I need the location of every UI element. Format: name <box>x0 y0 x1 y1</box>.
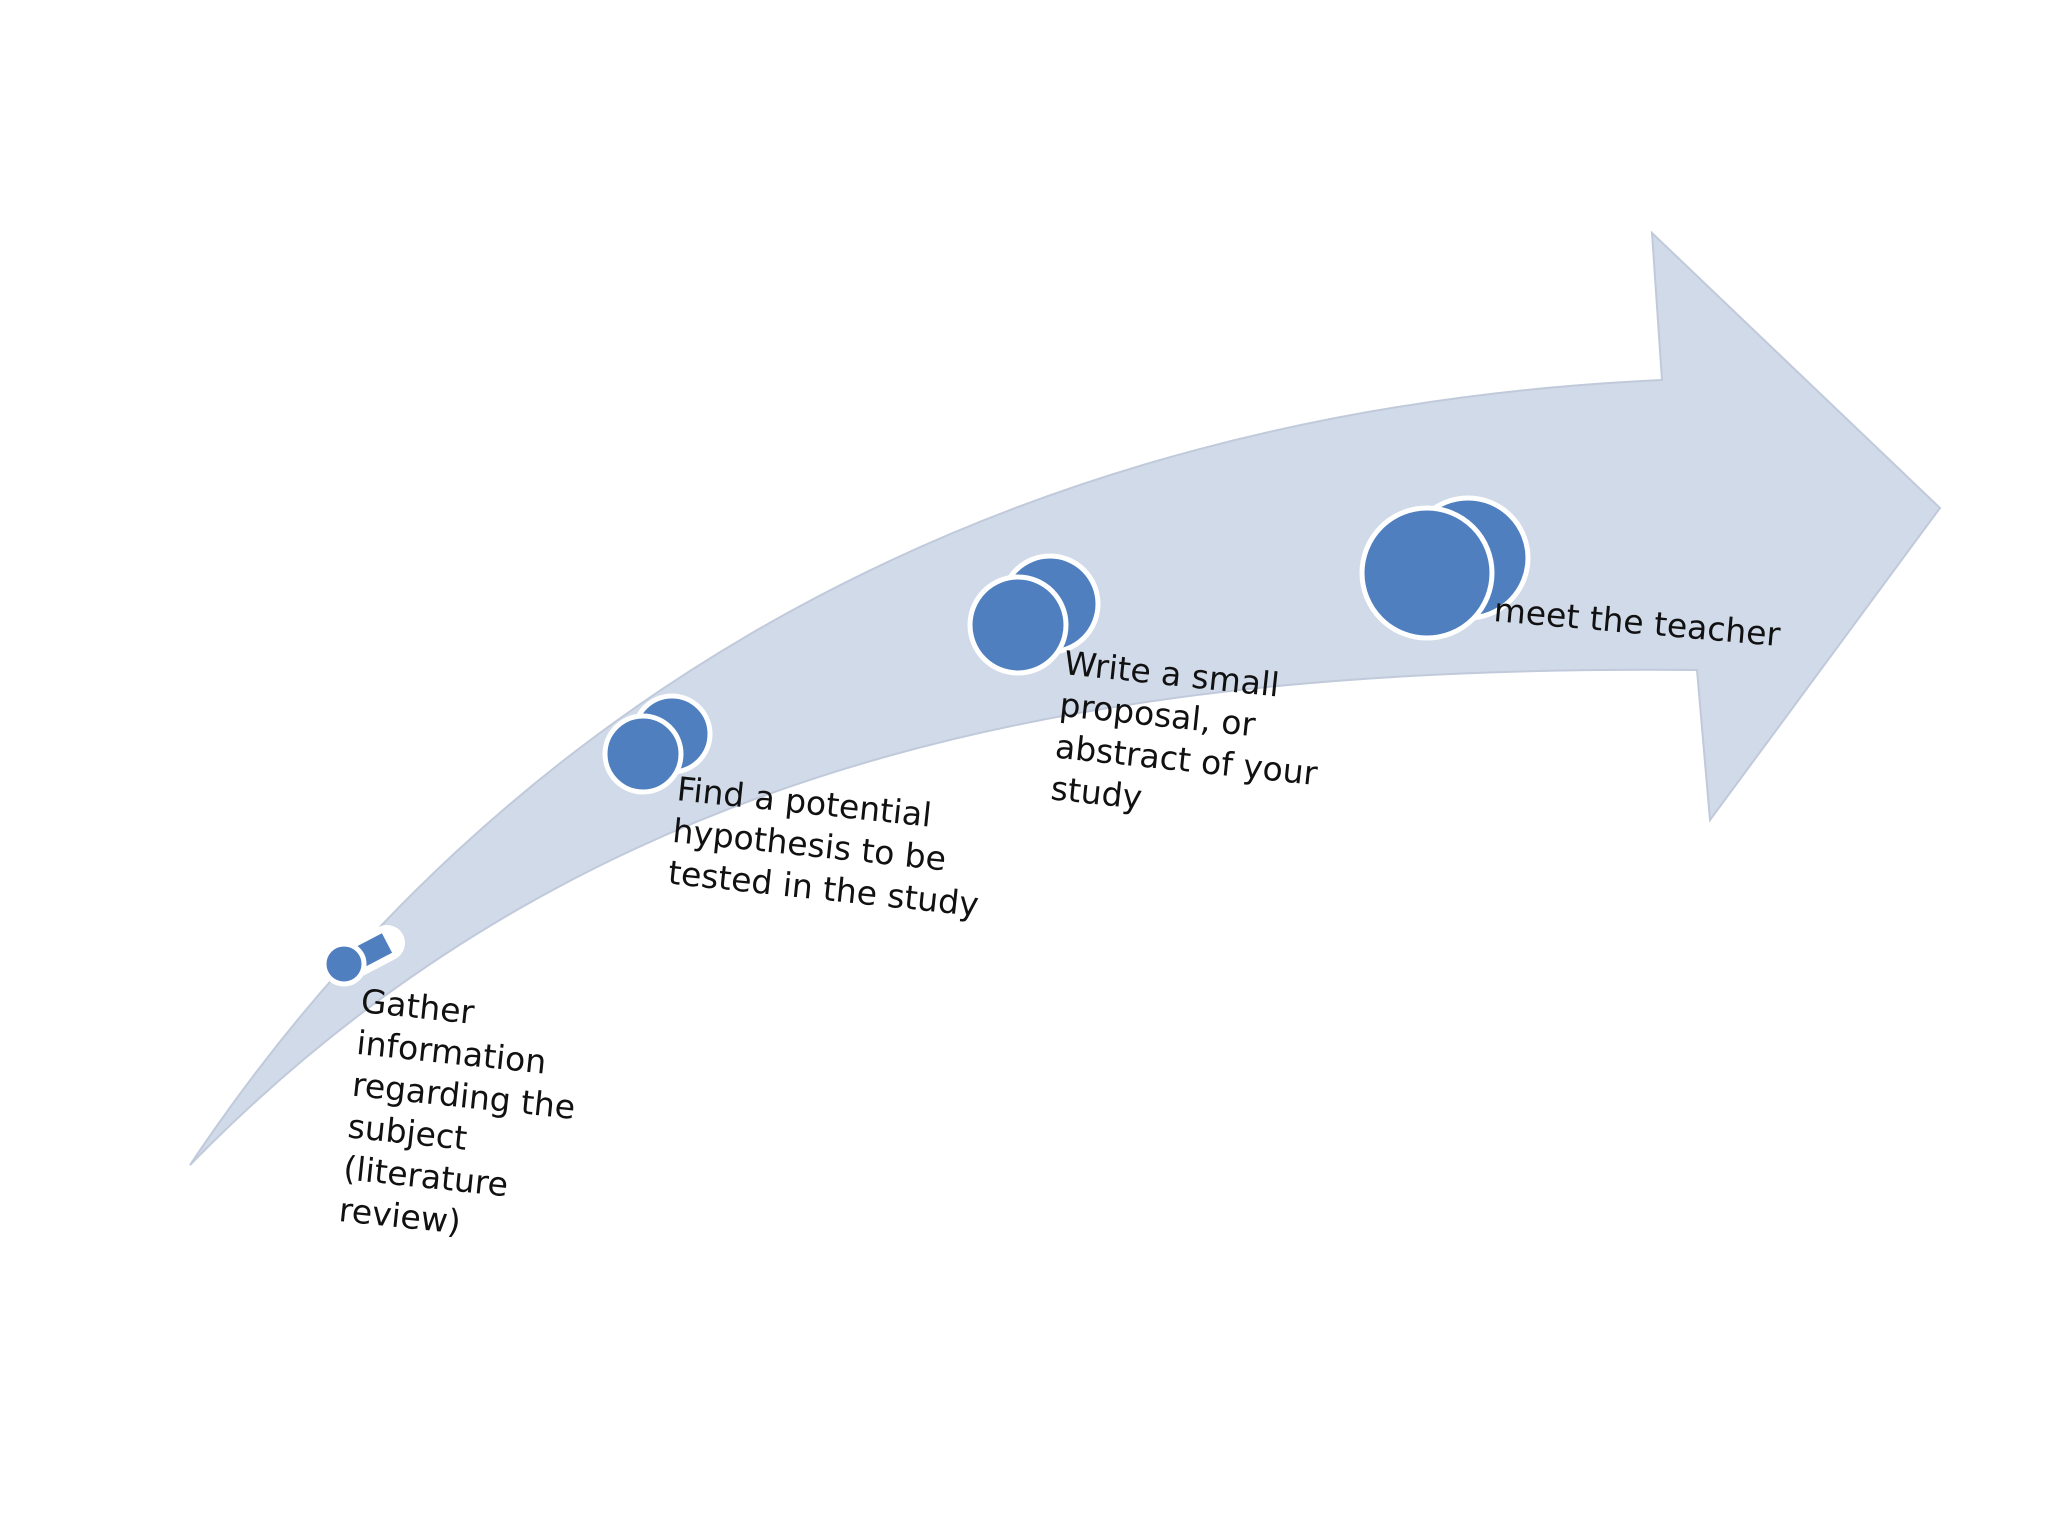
step-3-marker <box>967 553 1101 676</box>
curved-arrow <box>189 230 1942 1166</box>
step-2-marker <box>602 693 713 795</box>
step-4-marker <box>1359 495 1531 641</box>
step-1-label: Gatherinformationregarding thesubject(li… <box>337 981 586 1252</box>
step-3-label-line: study <box>1049 768 1144 816</box>
step-2-label: Find a potentialhypothesis to betested i… <box>666 769 989 924</box>
step-1-marker <box>321 925 405 987</box>
